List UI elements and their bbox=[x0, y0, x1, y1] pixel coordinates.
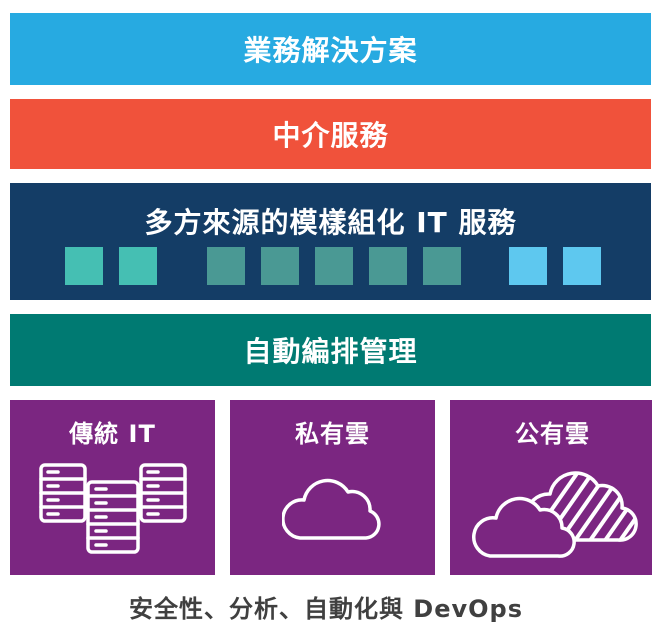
layer-middleware: 中介服務 bbox=[10, 99, 651, 169]
layer-automation-management: 自動編排管理 bbox=[10, 314, 651, 386]
layer-business-solutions: 業務解決方案 bbox=[10, 13, 651, 85]
hybrid-cloud-icon bbox=[472, 471, 638, 558]
service-block-blue bbox=[563, 247, 601, 285]
layer-automation-management-label: 自動編排管理 bbox=[243, 335, 418, 368]
service-block-green bbox=[261, 247, 299, 285]
service-block-green bbox=[315, 247, 353, 285]
layer-middleware-label: 中介服務 bbox=[272, 119, 389, 152]
service-block-teal bbox=[65, 247, 103, 285]
cloud-icon bbox=[282, 478, 381, 540]
service-block-green bbox=[423, 247, 461, 285]
footer-caption: 安全性、分析、自動化與 DevOps bbox=[128, 595, 524, 623]
panel-private-cloud-label: 私有雲 bbox=[295, 420, 370, 448]
service-block-teal bbox=[119, 247, 157, 285]
service-block-green bbox=[207, 247, 245, 285]
panel-private-cloud: 私有雲 bbox=[230, 400, 435, 575]
panel-traditional-it: 傳統 IT bbox=[10, 400, 215, 575]
server-stack-icon bbox=[39, 463, 187, 554]
layer-modular-it-services-label: 多方來源的模樣組化 IT 服務 bbox=[144, 206, 517, 239]
panel-public-cloud: 公有雲 bbox=[450, 400, 652, 575]
service-block-green bbox=[369, 247, 407, 285]
panel-traditional-it-label: 傳統 IT bbox=[69, 420, 156, 448]
panel-public-cloud-label: 公有雲 bbox=[515, 420, 590, 448]
layer-business-solutions-label: 業務解決方案 bbox=[243, 34, 418, 67]
service-block-blue bbox=[509, 247, 547, 285]
